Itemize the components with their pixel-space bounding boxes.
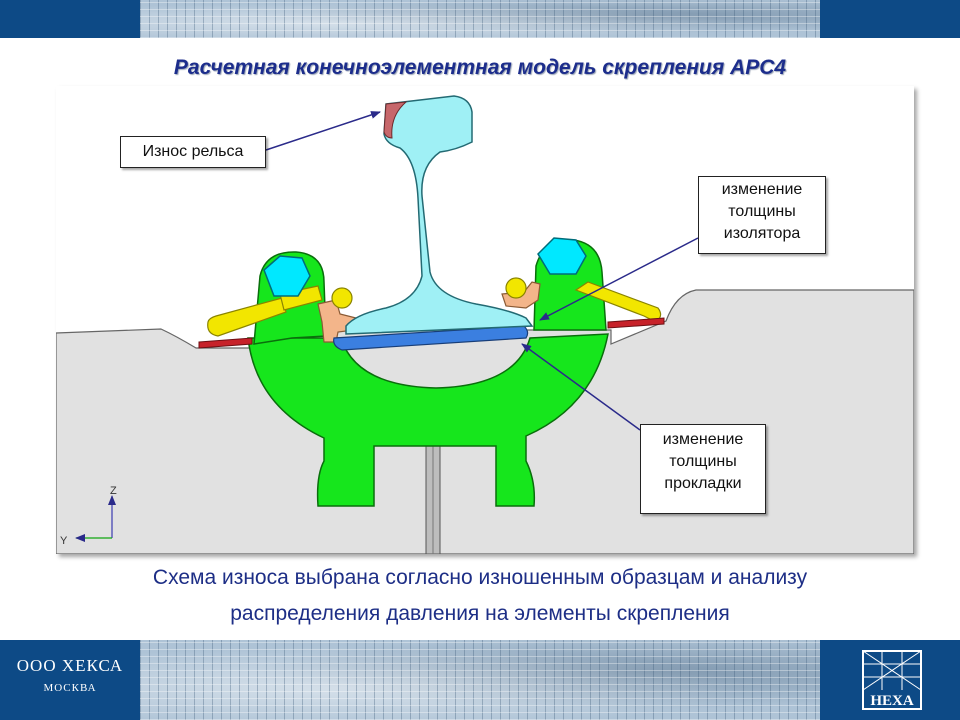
right-base-plate bbox=[607, 317, 665, 329]
footer-mesh-pattern bbox=[140, 640, 820, 720]
pad-pointer bbox=[521, 343, 641, 431]
callout-pad-line-3: прокладки bbox=[664, 475, 742, 492]
left-bolt-head bbox=[263, 255, 311, 297]
rail-profile bbox=[345, 95, 534, 335]
right-bolt-head bbox=[537, 237, 587, 275]
left-base-plate bbox=[198, 337, 253, 349]
company-name: ООО ХЕКСА bbox=[16, 656, 124, 675]
header-mesh-pattern bbox=[140, 0, 820, 38]
right-clip-toe bbox=[505, 277, 527, 299]
callout-insulator-thickness: изменение толщины изолятора bbox=[698, 176, 826, 254]
insulator-pointer bbox=[539, 237, 699, 321]
callout-rail-wear-text: Износ рельса bbox=[142, 143, 244, 160]
callout-pad-thickness: изменение толщины прокладки bbox=[640, 424, 766, 514]
company-block: ООО ХЕКСА МОСКВА bbox=[0, 656, 140, 694]
callout-insulator-line-3: изолятора bbox=[723, 225, 801, 242]
left-clip-toe bbox=[331, 287, 353, 309]
rail-wear-pointer bbox=[265, 111, 381, 151]
y-axis-label: Y bbox=[60, 535, 68, 547]
header-band bbox=[0, 0, 960, 38]
callout-pad-line-2: толщины bbox=[669, 453, 737, 470]
rail-pad bbox=[333, 325, 529, 351]
callout-rail-wear: Износ рельса bbox=[120, 136, 266, 168]
hexa-logo-mark: HEXA bbox=[862, 650, 922, 710]
callout-pad-line-1: изменение bbox=[662, 431, 744, 448]
footer-band bbox=[0, 640, 960, 720]
hexa-logo: HEXA bbox=[862, 650, 922, 710]
caption-line-1: Схема износа выбрана согласно изношенным… bbox=[152, 566, 808, 589]
rail-support bbox=[247, 333, 609, 507]
z-axis-label: Z bbox=[110, 485, 117, 497]
rail-wear-zone bbox=[383, 101, 408, 139]
company-city: МОСКВА bbox=[43, 682, 97, 694]
callout-insulator-line-2: толщины bbox=[728, 203, 796, 220]
callout-insulator-line-1: изменение bbox=[721, 181, 803, 198]
hexa-logo-text: HEXA bbox=[870, 693, 914, 709]
slide-title: Расчетная конечноэлементная модель скреп… bbox=[173, 56, 787, 79]
caption-line-2: распределения давления на элементы скреп… bbox=[230, 602, 730, 625]
